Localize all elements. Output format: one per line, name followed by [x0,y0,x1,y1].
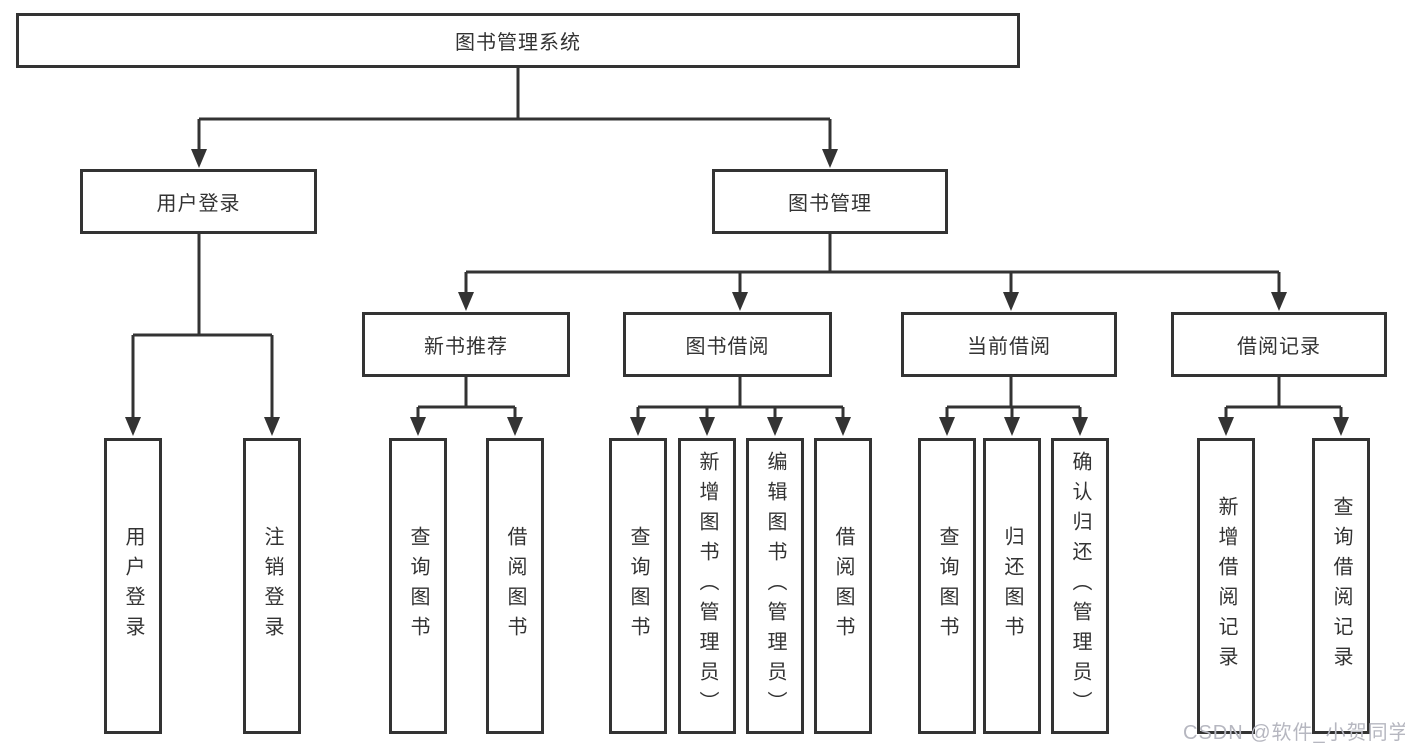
leaf-borrow-books: 借阅图书 [814,438,872,734]
node-label: 当前借阅 [967,336,1051,358]
csdn-watermark: CSDN @软件_小贺同学 [1183,722,1405,744]
arrowheads [125,149,1349,436]
leaf-add-books-admin: 新增图书（管理员） [678,438,736,734]
leaf-add-borrow-record: 新增借阅记录 [1197,438,1255,734]
leaf-logout: 注销登录 [243,438,301,734]
node-label: 图书管理系统 [455,32,581,54]
node-borrow-records: 借阅记录 [1171,312,1387,377]
node-new-book-recommend: 新书推荐 [362,312,570,377]
leaf-query-books: 查询图书 [389,438,447,734]
leaf-edit-books-admin: 编辑图书（管理员） [746,438,804,734]
node-current-borrow: 当前借阅 [901,312,1117,377]
leaf-query-books: 查询图书 [609,438,667,734]
node-user-login: 用户登录 [80,169,317,234]
leaf-query-borrow-record: 查询借阅记录 [1312,438,1370,734]
leaf-borrow-books: 借阅图书 [486,438,544,734]
node-label: 图书管理 [788,193,872,215]
node-label: 图书借阅 [685,336,770,358]
leaf-user-login: 用户登录 [104,438,162,734]
node-label: 新书推荐 [424,336,508,358]
node-label: 借阅记录 [1237,336,1321,358]
leaf-confirm-return-admin: 确认归还（管理员） [1051,438,1109,734]
node-library-management-system: 图书管理系统 [16,13,1020,68]
leaf-query-books: 查询图书 [918,438,976,734]
node-book-management: 图书管理 [712,169,948,234]
leaf-return-books: 归还图书 [983,438,1041,734]
node-label: 用户登录 [156,193,241,215]
node-book-borrow: 图书借阅 [623,312,832,377]
